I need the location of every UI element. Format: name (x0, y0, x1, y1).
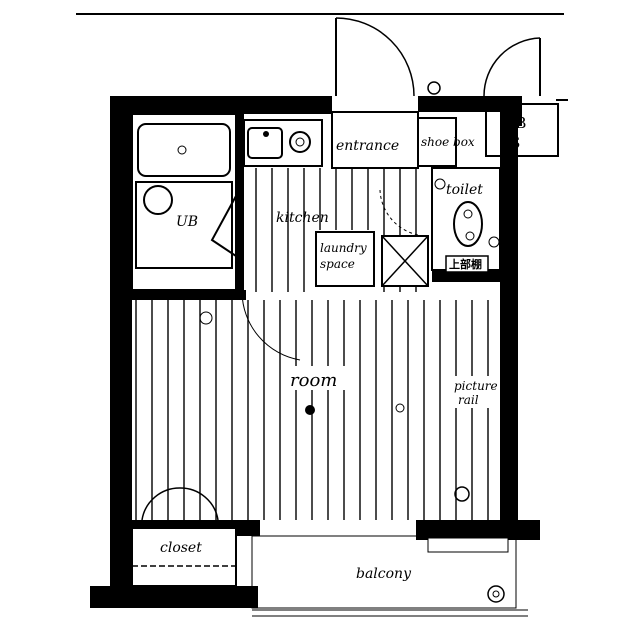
laundry-sub-label: space (320, 257, 355, 271)
stove-icon (289, 131, 311, 153)
balcony-floor (251, 535, 528, 617)
upper-storage (445, 255, 489, 273)
sink-icon (247, 127, 283, 159)
mb-label: MB (500, 114, 526, 132)
toilet-room: toilet 上部棚 (431, 167, 501, 273)
toilet-label: toilet (446, 182, 483, 198)
ac-unit-icon (199, 311, 213, 325)
kitchen-floor-stripes (255, 168, 417, 292)
closet-label: closet (160, 540, 202, 556)
room-label: room (290, 370, 337, 391)
picture-rail-label-2: rail (458, 393, 479, 407)
kitchen-counter: kitchen (241, 119, 329, 361)
unit-bath-label: UB (176, 214, 198, 230)
ceiling-light-icon (305, 405, 315, 415)
meter-box: MB PS (483, 37, 568, 157)
toilet-icon (453, 201, 483, 247)
mb-door-swing (483, 37, 541, 97)
laundry-label: laundry (320, 241, 367, 255)
closet: closet (131, 487, 237, 587)
kitchen-label: kitchen (276, 210, 329, 226)
ps-label: PS (500, 134, 520, 152)
unit-bath: UB (131, 113, 237, 291)
picture-rail-label: picture (454, 379, 498, 393)
balcony-label: balcony (356, 566, 412, 582)
wash-basin-icon (143, 185, 173, 215)
entrance: entrance shoe box (331, 17, 475, 169)
upper-storage-label: 上部棚 (449, 257, 482, 271)
drain-icon (487, 585, 505, 603)
exterior-walls (90, 96, 540, 608)
laundry-space: laundry space (315, 189, 429, 287)
shoe-box (417, 117, 457, 167)
shoe-box-label: shoe box (421, 135, 475, 149)
balcony: balcony (356, 537, 509, 603)
room: room picture rail (199, 311, 498, 502)
entrance-label: entrance (336, 138, 399, 154)
entrance-door-swing (335, 17, 415, 97)
bathtub-icon (137, 123, 231, 177)
